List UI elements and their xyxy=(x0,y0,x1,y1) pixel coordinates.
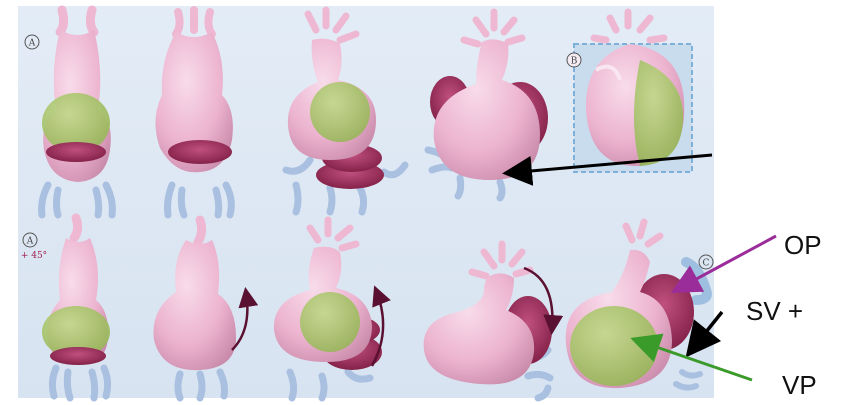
label-vp: VP xyxy=(782,372,817,398)
panel-letter-a-top-text: A xyxy=(28,39,36,49)
rotation-label: + 45° xyxy=(21,251,47,261)
label-op: OP xyxy=(784,232,822,258)
panel-letter-b: B xyxy=(567,53,581,67)
panel-letter-a-bottom-text: A xyxy=(26,237,34,247)
panel-letter-c-text: C xyxy=(703,259,710,269)
label-sv: SV + xyxy=(746,298,803,324)
panel-letter-b-text: B xyxy=(571,57,578,67)
